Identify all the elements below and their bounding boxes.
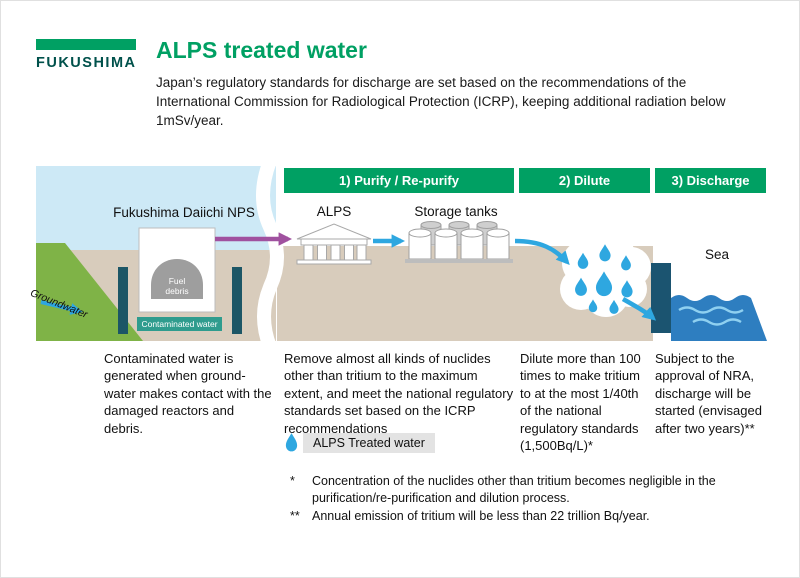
fukushima-logo: FUKUSHIMA (36, 39, 136, 71)
contaminated-water-label: Contaminated water (137, 317, 222, 331)
site-label: Fukushima Daiichi NPS (113, 205, 255, 220)
alps-label: ALPS (316, 204, 352, 219)
alps-building-icon (296, 223, 372, 265)
right-wall (232, 267, 242, 334)
groundwater-arrow (40, 300, 83, 315)
sea-wave-line-2 (692, 318, 742, 326)
groundwater-slope (36, 243, 143, 341)
footnote-1: * Concentration of the nuclides other th… (290, 473, 772, 508)
alps-treated-water-badge: ALPS Treated water (284, 432, 435, 453)
wavy-divider (256, 154, 284, 354)
left-wall (118, 267, 128, 334)
water-drop-icon (285, 433, 298, 452)
dilute-description: Dilute more than 100 times to make triti… (520, 351, 641, 454)
sea-water (671, 295, 767, 341)
sea-wave-line-1 (678, 306, 744, 314)
footnote-1-text: Concentration of the nuclides other than… (312, 474, 716, 506)
logo-text: FUKUSHIMA (36, 55, 137, 71)
fuel-debris-blob (151, 259, 203, 299)
footnote-1-marker: * (290, 474, 295, 488)
step-header-discharge: 3) Discharge (655, 168, 766, 193)
step-header-purify: 1) Purify / Re-purify (284, 168, 514, 193)
tanks-to-dilution-arrow (514, 238, 570, 265)
sea-label: Sea (704, 247, 730, 262)
fuel-debris-label: Fuel debris (165, 276, 189, 296)
storage-tanks-label: Storage tanks (414, 204, 498, 219)
footnote-2: ** Annual emission of tritium will be le… (290, 508, 772, 525)
badge-label: ALPS Treated water (303, 432, 435, 453)
intro-paragraph: Japan’s regulatory standards for dischar… (156, 75, 726, 129)
dilution-cloud (560, 228, 651, 317)
footnote-2-marker: ** (290, 508, 300, 523)
discharge-outlet-wall (651, 263, 671, 333)
footnotes: * Concentration of the nuclides other th… (290, 473, 772, 525)
purify-description: Remove almost all kinds of nuclides othe… (284, 351, 514, 436)
step-header-dilute: 2) Dilute (519, 168, 650, 193)
logo-green-bar (36, 39, 136, 50)
source-description: Contaminated water is generated when gro… (104, 351, 272, 436)
footnote-2-text: Annual emission of tritium will be less … (312, 508, 650, 523)
discharge-description: Subject to the approval of NRA, discharg… (655, 351, 762, 436)
dilution-to-sea-arrow (621, 297, 657, 321)
page-title: ALPS treated water (156, 37, 367, 63)
storage-tanks-icon (405, 221, 513, 263)
